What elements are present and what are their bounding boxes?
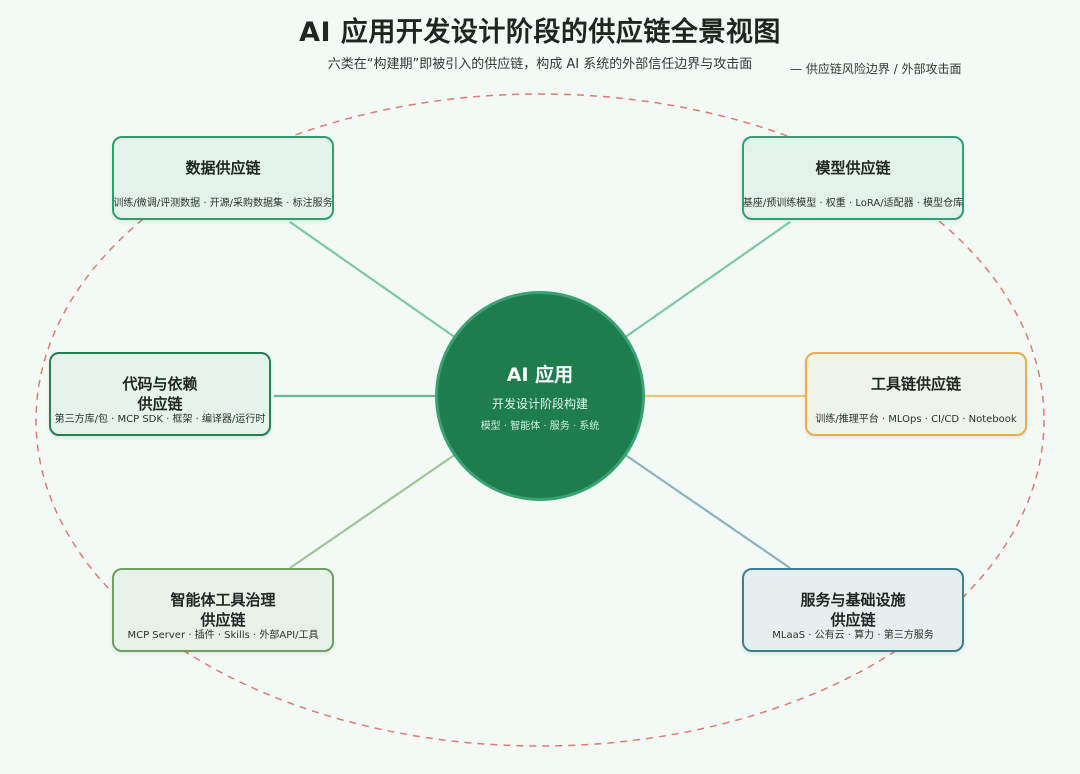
node-agent-tool-governance-supply-chain: 智能体工具治理 供应链 MCP Server · 插件 · Skills · 外… [112, 568, 334, 652]
center-title: AI 应用 [506, 364, 574, 386]
node-description: MCP Server · 插件 · Skills · 外部API/工具 [127, 630, 319, 641]
connector-service [623, 453, 791, 569]
connector-data [289, 221, 457, 339]
node-description: 第三方库/包 · MCP SDK · 框架 · 编译器/运行时 [54, 414, 266, 425]
node-description: 训练/微调/评测数据 · 开源/采购数据集 · 标注服务 [113, 198, 333, 209]
legend-boundary: — 供应链风险边界 / 外部攻击面 [790, 62, 962, 76]
center-scope: 模型 · 智能体 · 服务 · 系统 [480, 421, 600, 432]
node-description: MLaaS · 公有云 · 算力 · 第三方服务 [772, 630, 934, 641]
node-title: 模型供应链 [815, 159, 891, 177]
node-code-dependency-supply-chain: 代码与依赖 供应链 第三方库/包 · MCP SDK · 框架 · 编译器/运行… [49, 352, 271, 436]
node-description: 训练/推理平台 · MLOps · CI/CD · Notebook [815, 414, 1017, 425]
risk-boundary-ellipse [35, 93, 1045, 747]
node-title: 工具链供应链 [870, 375, 961, 393]
page-subtitle: 六类在“构建期”即被引入的供应链，构成 AI 系统的外部信任边界与攻击面 [327, 57, 753, 72]
center-subtitle: 开发设计阶段构建 [491, 397, 588, 411]
node-title: 数据供应链 [185, 159, 261, 177]
node-description: 基座/预训练模型 · 权重 · LoRA/适配器 · 模型仓库 [742, 198, 964, 209]
center-ai-application: AI 应用 开发设计阶段构建 模型 · 智能体 · 服务 · 系统 [435, 291, 645, 501]
node-toolchain-supply-chain: 工具链供应链 训练/推理平台 · MLOps · CI/CD · Noteboo… [805, 352, 1027, 436]
page-title: AI 应用开发设计阶段的供应链全景视图 [299, 17, 781, 48]
connector-model [623, 221, 791, 339]
node-data-supply-chain: 数据供应链 训练/微调/评测数据 · 开源/采购数据集 · 标注服务 [112, 136, 334, 220]
node-title: 智能体工具治理 供应链 [170, 591, 276, 629]
node-model-supply-chain: 模型供应链 基座/预训练模型 · 权重 · LoRA/适配器 · 模型仓库 [742, 136, 964, 220]
node-service-infrastructure-supply-chain: 服务与基础设施 供应链 MLaaS · 公有云 · 算力 · 第三方服务 [742, 568, 964, 652]
connector-agent [289, 453, 457, 569]
node-title: 代码与依赖 供应链 [122, 375, 198, 413]
node-title: 服务与基础设施 供应链 [800, 591, 906, 629]
